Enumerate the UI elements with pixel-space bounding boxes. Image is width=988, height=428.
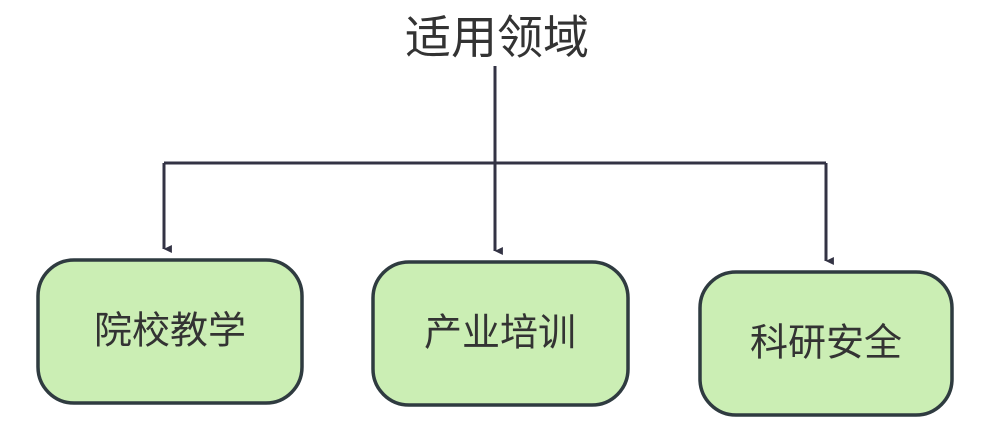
node-institutional-teaching[interactable]: 院校教学 [36,258,304,405]
node-1-shape[interactable] [36,258,304,405]
node-industry-training[interactable]: 产业培训 [371,260,630,407]
root-node-title: 适用领域 [405,11,589,65]
node-3-label: 科研安全 [750,321,902,365]
node-3-shape[interactable] [698,270,954,417]
node-2-shape[interactable] [371,260,630,407]
node-2-label: 产业培训 [424,311,576,355]
node-1-label: 院校教学 [94,309,246,353]
node-research-safety[interactable]: 科研安全 [698,270,954,417]
